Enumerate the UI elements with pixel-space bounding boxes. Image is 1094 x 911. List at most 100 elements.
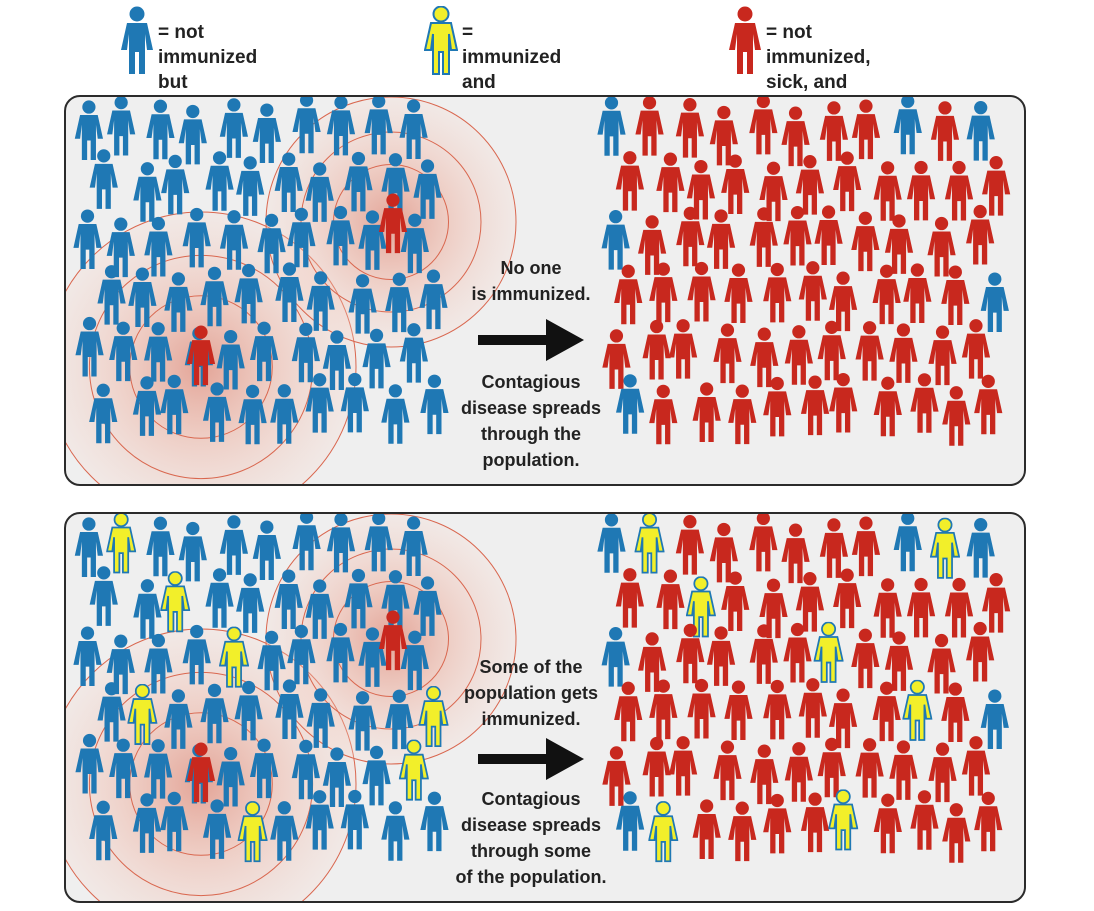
person-icon: [146, 516, 175, 577]
person-icon: [749, 514, 778, 572]
person-icon: [893, 514, 922, 572]
person-icon: [851, 628, 880, 689]
caption-upper: Some of the population gets immunized.: [464, 657, 598, 729]
person-icon: [944, 160, 974, 221]
person-icon: [966, 101, 995, 161]
person-icon: [942, 803, 971, 863]
person-icon: [713, 323, 742, 384]
person-icon: [656, 569, 685, 630]
caption-lower: Contagious disease spreads through the p…: [460, 372, 602, 470]
panel-no-immunization: No one is immunized. Contagious disease …: [64, 95, 1026, 486]
person-icon: [106, 514, 137, 574]
person-icon: [161, 154, 190, 215]
person-icon: [961, 319, 991, 379]
person-icon: [851, 516, 881, 577]
person-icon: [692, 382, 721, 442]
person-icon: [763, 679, 792, 740]
person-icon: [873, 161, 902, 221]
person-icon: [961, 736, 991, 796]
person-icon: [884, 214, 914, 274]
person-icon: [980, 689, 1009, 750]
person-icon: [687, 678, 716, 739]
person-icon: [74, 517, 104, 577]
person-icon: [614, 264, 643, 325]
person-icon: [763, 262, 792, 323]
person-icon: [642, 319, 671, 380]
person-icon: [819, 101, 849, 161]
person-icon: [219, 515, 249, 575]
person-icon: [615, 568, 645, 628]
person-icon: [706, 626, 736, 686]
person-icon: [798, 261, 827, 321]
person-icon: [903, 263, 932, 323]
person-icon: [749, 624, 778, 684]
crowd-illustration: [66, 514, 1011, 901]
person-icon: [906, 577, 936, 638]
person-icon: [749, 207, 778, 267]
person-icon: [944, 577, 974, 638]
crowd-illustration: [66, 97, 1011, 484]
person-icon: [828, 789, 859, 851]
person-icon: [205, 568, 234, 628]
person-icon: [642, 736, 671, 797]
person-icon: [597, 97, 626, 156]
person-icon: [817, 320, 846, 381]
person-icon: [649, 679, 678, 740]
person-icon: [889, 323, 918, 383]
person-icon: [724, 680, 753, 741]
person-icon: [615, 151, 645, 211]
person-blue-icon: [120, 6, 154, 76]
person-icon: [74, 100, 104, 160]
person-icon: [813, 621, 844, 683]
person-icon: [873, 578, 902, 638]
person-icon: [893, 97, 922, 155]
person-icon: [133, 162, 162, 222]
person-icon: [381, 801, 410, 861]
person-icon: [980, 272, 1009, 333]
person-icon: [687, 261, 716, 322]
person-icon: [236, 156, 265, 216]
person-icon: [910, 790, 939, 850]
person-icon: [675, 98, 705, 158]
person-icon: [133, 579, 162, 639]
person-icon: [906, 160, 936, 221]
person-icon: [889, 740, 918, 800]
person-icon: [784, 742, 813, 802]
person-icon: [649, 384, 678, 445]
person-icon: [236, 573, 265, 633]
person-icon: [855, 321, 884, 381]
person-icon: [974, 374, 1003, 435]
person-icon: [648, 801, 679, 863]
person-icon: [634, 514, 665, 574]
person-icon: [728, 384, 757, 445]
person-icon: [982, 573, 1011, 633]
person-icon: [713, 740, 742, 801]
person-icon: [597, 514, 626, 573]
person-icon: [692, 799, 721, 859]
person-icon: [798, 678, 827, 738]
person-icon: [721, 154, 750, 215]
person-icon: [178, 104, 207, 165]
person-icon: [252, 103, 281, 164]
person-icon: [724, 263, 753, 324]
person-icon: [635, 97, 664, 156]
person-icon: [851, 99, 881, 160]
person-icon: [814, 205, 843, 265]
person-icon: [930, 101, 960, 161]
person-icon: [851, 211, 880, 272]
person-icon: [982, 156, 1011, 216]
person-icon: [649, 262, 678, 323]
person-red-icon: [728, 6, 762, 76]
person-icon: [855, 738, 884, 798]
person-icon: [160, 571, 191, 633]
person-icon: [873, 376, 902, 437]
person-icon: [929, 517, 960, 579]
person-icon: [942, 386, 971, 446]
person-icon: [784, 325, 813, 385]
person-icon: [676, 623, 705, 684]
person-icon: [783, 622, 812, 683]
person-icon: [783, 205, 812, 266]
person-icon: [910, 373, 939, 433]
person-icon: [817, 737, 846, 798]
person-icon: [873, 793, 902, 854]
